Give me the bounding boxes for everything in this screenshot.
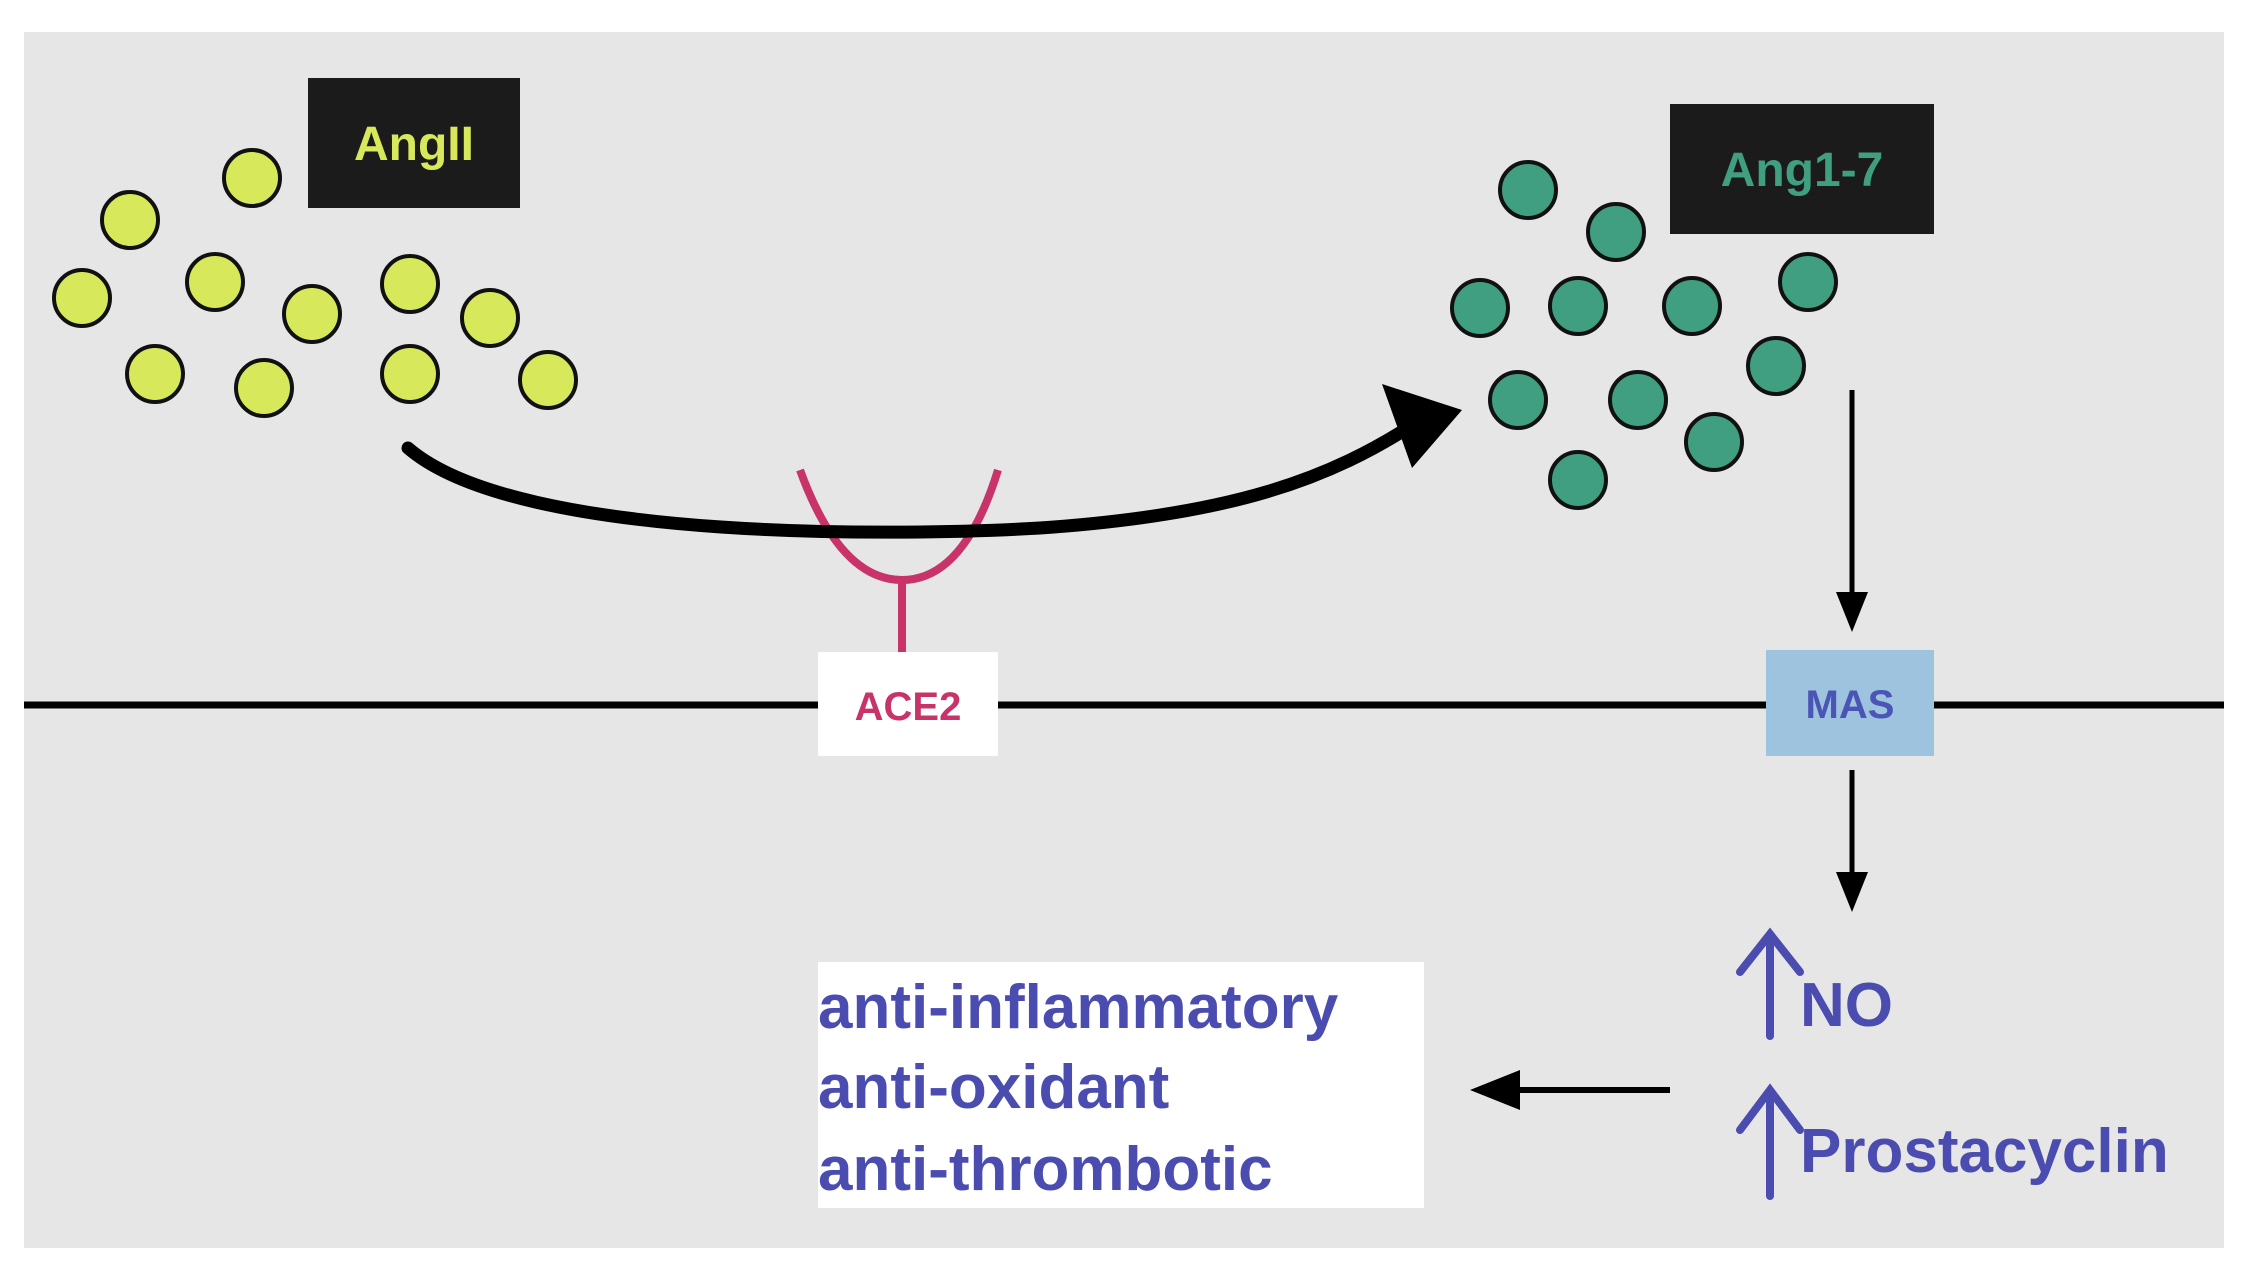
ang17-molecule: [1608, 370, 1668, 430]
angii-label: AngII: [354, 118, 474, 171]
ang17-molecule: [1498, 160, 1558, 220]
angii-molecule: [52, 268, 112, 328]
no-increase-arrowhead: [1736, 927, 1804, 976]
angii-molecule: [282, 284, 342, 344]
ang17-molecule: [1586, 202, 1646, 262]
ang17-to-mas-arrowhead: [1836, 592, 1868, 632]
ang17-molecule: [1488, 370, 1548, 430]
prostacyclin-label: Prostacyclin: [1800, 1117, 2169, 1186]
effects-arrowhead: [1470, 1070, 1520, 1110]
no-label: NO: [1800, 971, 1893, 1040]
angii-molecule: [460, 288, 520, 348]
angii-molecule: [380, 254, 440, 314]
mas-to-no-arrowhead: [1836, 872, 1868, 912]
mas-receptor-box: [1766, 650, 1934, 756]
effect-anti-inflammatory: anti-inflammatory: [818, 973, 1339, 1042]
ang17-label-box: [1670, 104, 1934, 234]
ang17-molecule: [1548, 450, 1608, 510]
ang17-molecule: [1778, 252, 1838, 312]
effects-box: [818, 962, 1424, 1208]
ace2-label: ACE2: [855, 685, 962, 729]
mas-label: MAS: [1806, 683, 1895, 727]
effect-anti-thrombotic: anti-thrombotic: [818, 1135, 1273, 1204]
angii-label-box: [308, 78, 520, 208]
angii-molecule: [518, 350, 578, 410]
ang17-molecule: [1662, 276, 1722, 336]
ang17-molecules: [1450, 160, 1838, 510]
angii-molecule: [234, 358, 294, 418]
angii-molecules: [52, 148, 578, 418]
angii-molecule: [125, 344, 185, 404]
angii-molecule: [100, 190, 160, 250]
ang17-molecule: [1548, 276, 1608, 336]
ang17-molecule: [1450, 278, 1510, 338]
prostacyclin-increase-arrowhead: [1736, 1083, 1804, 1134]
ace2-label-box: [818, 652, 998, 756]
conversion-arrow: [401, 413, 1427, 539]
effect-anti-oxidant: anti-oxidant: [818, 1053, 1169, 1122]
ang17-molecule: [1746, 336, 1806, 396]
angii-molecule: [222, 148, 282, 208]
ang17-label: Ang1-7: [1721, 144, 1884, 197]
conversion-arrowhead: [1382, 384, 1462, 468]
angii-molecule: [380, 344, 440, 404]
increase-arrows: [1736, 927, 1804, 1200]
angii-molecule: [185, 252, 245, 312]
ang17-molecule: [1684, 412, 1744, 472]
